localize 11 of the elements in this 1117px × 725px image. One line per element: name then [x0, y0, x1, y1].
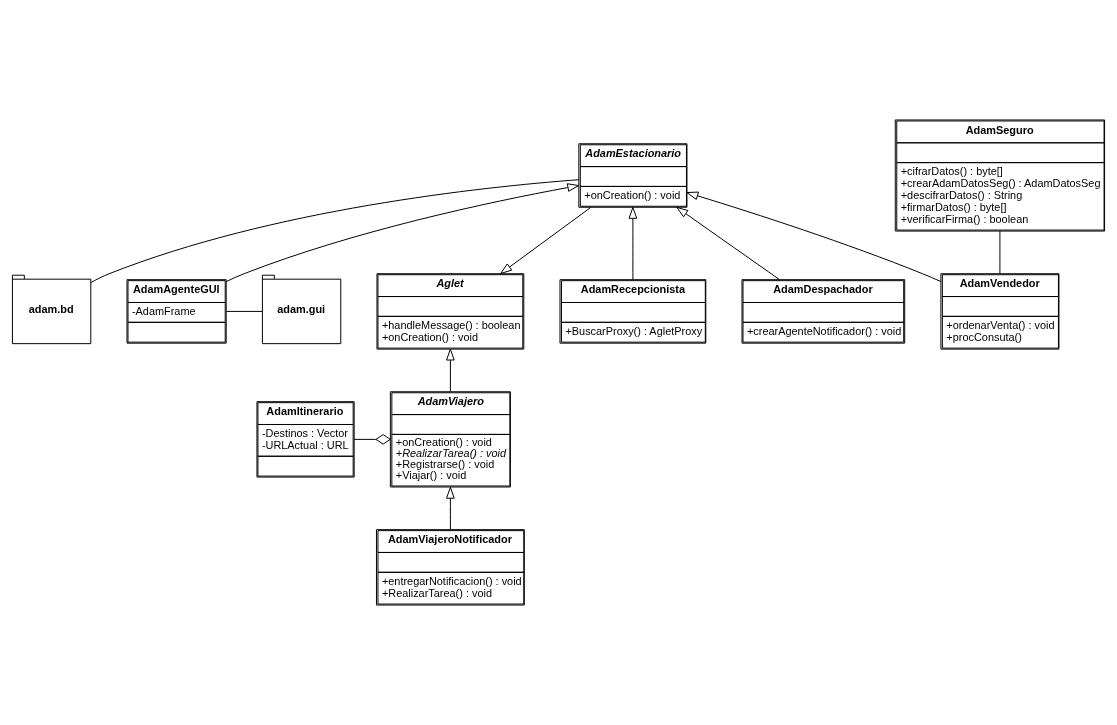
arrow — [446, 486, 455, 531]
arrow — [500, 206, 592, 274]
connector — [353, 434, 391, 445]
arrow — [686, 191, 942, 282]
connector — [225, 310, 263, 312]
connector — [90, 179, 580, 283]
arrow — [446, 348, 455, 392]
arrow — [628, 206, 638, 280]
arrow — [225, 183, 580, 283]
arrow — [676, 206, 780, 280]
connector — [999, 230, 1001, 274]
